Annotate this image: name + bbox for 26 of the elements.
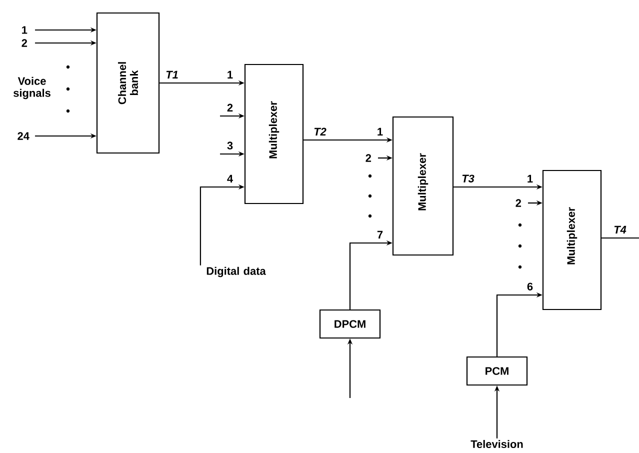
edge-label: 2 [227,104,233,112]
edge-label: 6 [527,282,533,290]
multiplexer-box: Multiplexer [244,64,304,204]
edge-label: 2 [366,154,372,162]
encoder-box: DPCM [319,309,381,339]
source-text: Television [470,440,523,448]
voice-signals-label: Voice signals [14,76,50,100]
edge-label: 3 [227,142,233,150]
encoder-box: PCM [466,356,528,386]
line-rate-label: T2 [314,128,326,136]
line-rate-label: T3 [462,174,474,182]
edge-label: 1 [22,26,28,34]
multiplexer-box: Multiplexer [542,170,602,310]
line-rate-label: T4 [614,226,626,234]
edge-label: 2 [516,199,522,207]
edge-label: 2 [22,39,28,47]
edge-label: 7 [377,230,383,238]
edge-label: 1 [528,174,533,182]
edge-label: 1 [228,70,233,78]
multiplexer-box: Multiplexer [392,116,454,256]
edge-label: 4 [227,174,233,182]
source-text: Digital data [206,266,266,278]
line-rate-label: T1 [166,70,178,78]
edge-label: 1 [378,128,383,136]
channel-bank-box: Channel bank [96,12,160,154]
edge-label: 24 [18,132,30,140]
